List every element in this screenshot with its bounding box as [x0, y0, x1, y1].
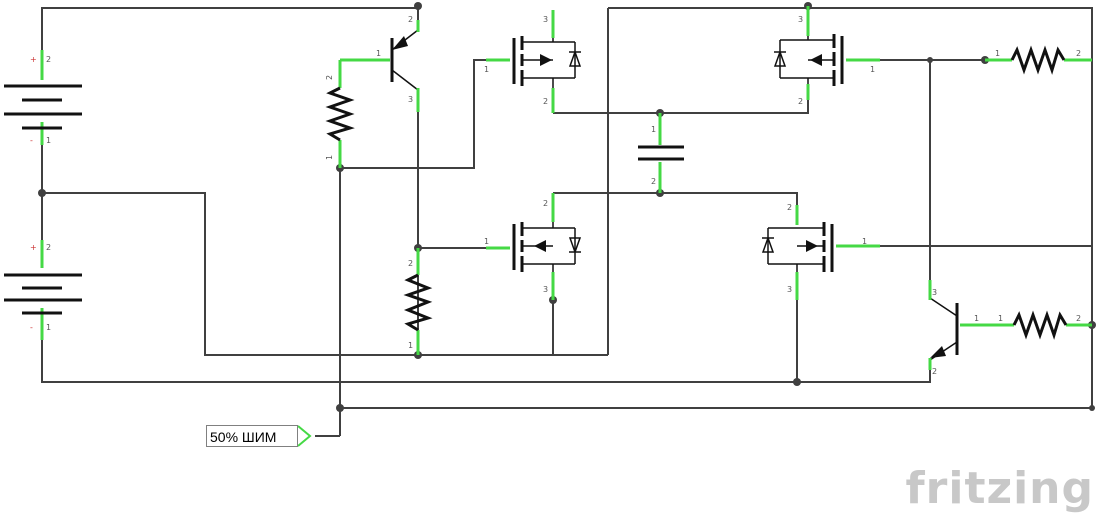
svg-text:2: 2	[408, 259, 413, 268]
wire-bottom-rail	[41, 340, 931, 383]
svg-text:+: +	[30, 243, 37, 252]
wire-top-right	[608, 7, 1093, 61]
svg-text:1: 1	[325, 155, 334, 160]
svg-text:2: 2	[1076, 49, 1081, 58]
net-label-arrow	[297, 425, 312, 447]
svg-text:2: 2	[798, 97, 803, 106]
resistor-r2: 2 1	[403, 248, 433, 355]
svg-text:2: 2	[651, 177, 656, 186]
svg-text:1: 1	[408, 341, 413, 350]
wire-mid-horizontal	[42, 192, 608, 356]
svg-text:1: 1	[484, 65, 489, 74]
svg-text:-: -	[30, 323, 33, 332]
battery-bottom: + 2 - 1	[4, 240, 82, 340]
wire-upper-node	[553, 100, 809, 114]
resistor-r4: 1 2	[985, 310, 1092, 340]
junction-dot	[927, 57, 933, 63]
mosfet-q3: 1 2 3	[484, 193, 582, 300]
svg-text:2: 2	[543, 199, 548, 208]
battery-top: + 2 - 1	[4, 50, 82, 145]
transistor-q1: 1 2 3	[376, 15, 420, 112]
mosfet-q5: 1 2 3	[761, 203, 880, 300]
mosfet-q2: 1 3 2	[484, 10, 582, 113]
svg-text:1: 1	[998, 314, 1003, 323]
capacitor-c1: 1 2	[638, 113, 684, 193]
junction-dot	[1089, 405, 1095, 411]
svg-text:3: 3	[408, 95, 413, 104]
svg-text:1: 1	[862, 237, 867, 246]
svg-text:2: 2	[325, 75, 334, 80]
wire-top-left	[41, 7, 419, 50]
svg-text:3: 3	[543, 15, 548, 24]
svg-text:1: 1	[484, 237, 489, 246]
svg-text:3: 3	[932, 288, 937, 297]
svg-text:2: 2	[543, 97, 548, 106]
junction-dot	[38, 189, 46, 197]
junctions	[38, 2, 1096, 412]
junction-dot	[793, 378, 801, 386]
resistor-r1: 2 1	[325, 58, 390, 168]
svg-text:2: 2	[1076, 314, 1081, 323]
svg-text:2: 2	[932, 367, 937, 376]
svg-text:+: +	[30, 55, 37, 64]
svg-text:1: 1	[46, 323, 51, 332]
wire-lower-node	[553, 192, 798, 205]
svg-text:2: 2	[408, 15, 413, 24]
svg-text:-: -	[30, 136, 33, 145]
wires	[41, 7, 1093, 437]
svg-text:3: 3	[787, 285, 792, 294]
fritzing-logo: fritzing	[905, 463, 1094, 514]
svg-text:1: 1	[995, 49, 1000, 58]
svg-text:2: 2	[46, 243, 51, 252]
svg-text:3: 3	[543, 285, 548, 294]
svg-text:2: 2	[46, 55, 51, 64]
junction-dot	[414, 2, 422, 10]
junction-dot	[336, 404, 344, 412]
svg-text:1: 1	[46, 136, 51, 145]
svg-text:1: 1	[870, 65, 875, 74]
wire-r1-gate	[340, 59, 486, 169]
resistor-r3: 1 2	[985, 45, 1092, 75]
svg-text:2: 2	[787, 203, 792, 212]
transistor-q6: 3 2 1	[928, 280, 985, 376]
mosfet-q4: 1 3 2	[773, 6, 880, 106]
svg-text:1: 1	[651, 125, 656, 134]
svg-text:1: 1	[376, 49, 381, 58]
net-label-pwm[interactable]: 50% ШИМ	[206, 425, 298, 447]
svg-text:3: 3	[798, 15, 803, 24]
svg-text:1: 1	[974, 314, 979, 323]
